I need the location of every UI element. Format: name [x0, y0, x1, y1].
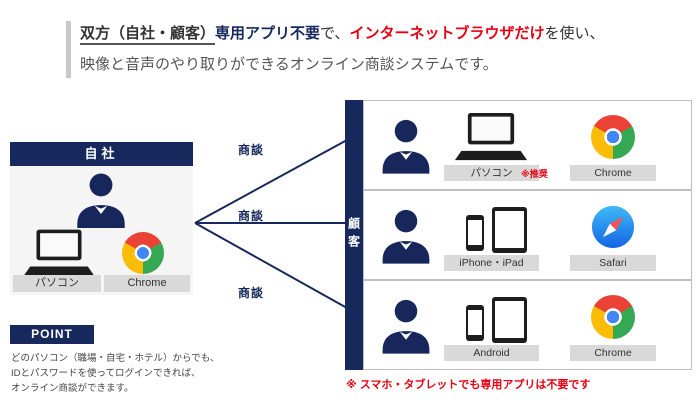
browser-label: Chrome	[570, 345, 656, 361]
meeting-label-middle: 商談	[238, 209, 265, 223]
point-badge: POINT	[10, 325, 94, 344]
point-line-3: オンライン商談ができます。	[11, 383, 134, 394]
device-label: パソコン	[444, 165, 539, 181]
own-device-label: パソコン	[13, 275, 101, 292]
safari-logo	[591, 205, 635, 249]
customer-row-android: Android Chrome	[363, 280, 692, 370]
no-app-footnote: ※ スマホ・タブレットでも専用アプリは不要です	[346, 379, 591, 391]
tablet-icon	[492, 207, 527, 253]
person-icon	[382, 209, 430, 264]
intro-connector-1: で、	[320, 25, 350, 42]
customer-row-ios: iPhone・iPad Safari	[363, 190, 692, 280]
smartphone-icon	[466, 305, 484, 341]
person-icon	[382, 299, 430, 354]
recommended-note: ※推奨	[521, 169, 548, 179]
intro-line-2: 映像と音声のやり取りができるオンライン商談システムです。	[80, 56, 498, 73]
own-browser-label: Chrome	[104, 275, 190, 292]
laptop-icon	[23, 229, 95, 276]
browser-label: Safari	[570, 255, 656, 271]
chrome-logo	[122, 232, 164, 274]
browser-label: Chrome	[570, 165, 656, 181]
intro-accent-bar	[66, 21, 71, 78]
own-company-title: 自社	[10, 142, 193, 166]
customer-title-bar: 顧客	[345, 100, 363, 370]
point-line-2: IDとパスワードを使ってログインできれば、	[11, 368, 201, 379]
person-icon	[382, 119, 430, 174]
smartphone-icon	[466, 215, 484, 251]
chrome-logo	[591, 295, 635, 339]
tablet-icon	[492, 297, 527, 343]
person-icon	[77, 173, 125, 228]
intro-browser-only: インターネットブラウザだけ	[349, 25, 545, 42]
device-label: iPhone・iPad	[444, 255, 539, 271]
point-line-1: どのパソコン（職場・自宅・ホテル）からでも、	[11, 353, 220, 364]
intro-line-1: 双方（自社・顧客）専用アプリ不要で、インターネットブラウザだけを使い、	[80, 22, 605, 45]
device-label: Android	[444, 345, 539, 361]
intro-connector-2: を使い、	[544, 25, 605, 42]
own-company-panel: 自社 パソコン Chrome	[10, 142, 193, 295]
customer-row-pc: パソコン ※推奨 Chrome	[363, 100, 692, 190]
connection-lines	[194, 139, 348, 309]
chrome-logo	[591, 115, 635, 159]
meeting-label-top: 商談	[238, 143, 265, 157]
laptop-icon	[454, 112, 528, 161]
intro-both-parties: 双方（自社・顧客）	[80, 25, 216, 45]
intro-no-app: 専用アプリ不要	[215, 25, 321, 42]
meeting-label-bottom: 商談	[238, 286, 265, 300]
point-description: どのパソコン（職場・自宅・ホテル）からでも、 IDとパスワードを使ってログインで…	[11, 351, 219, 396]
